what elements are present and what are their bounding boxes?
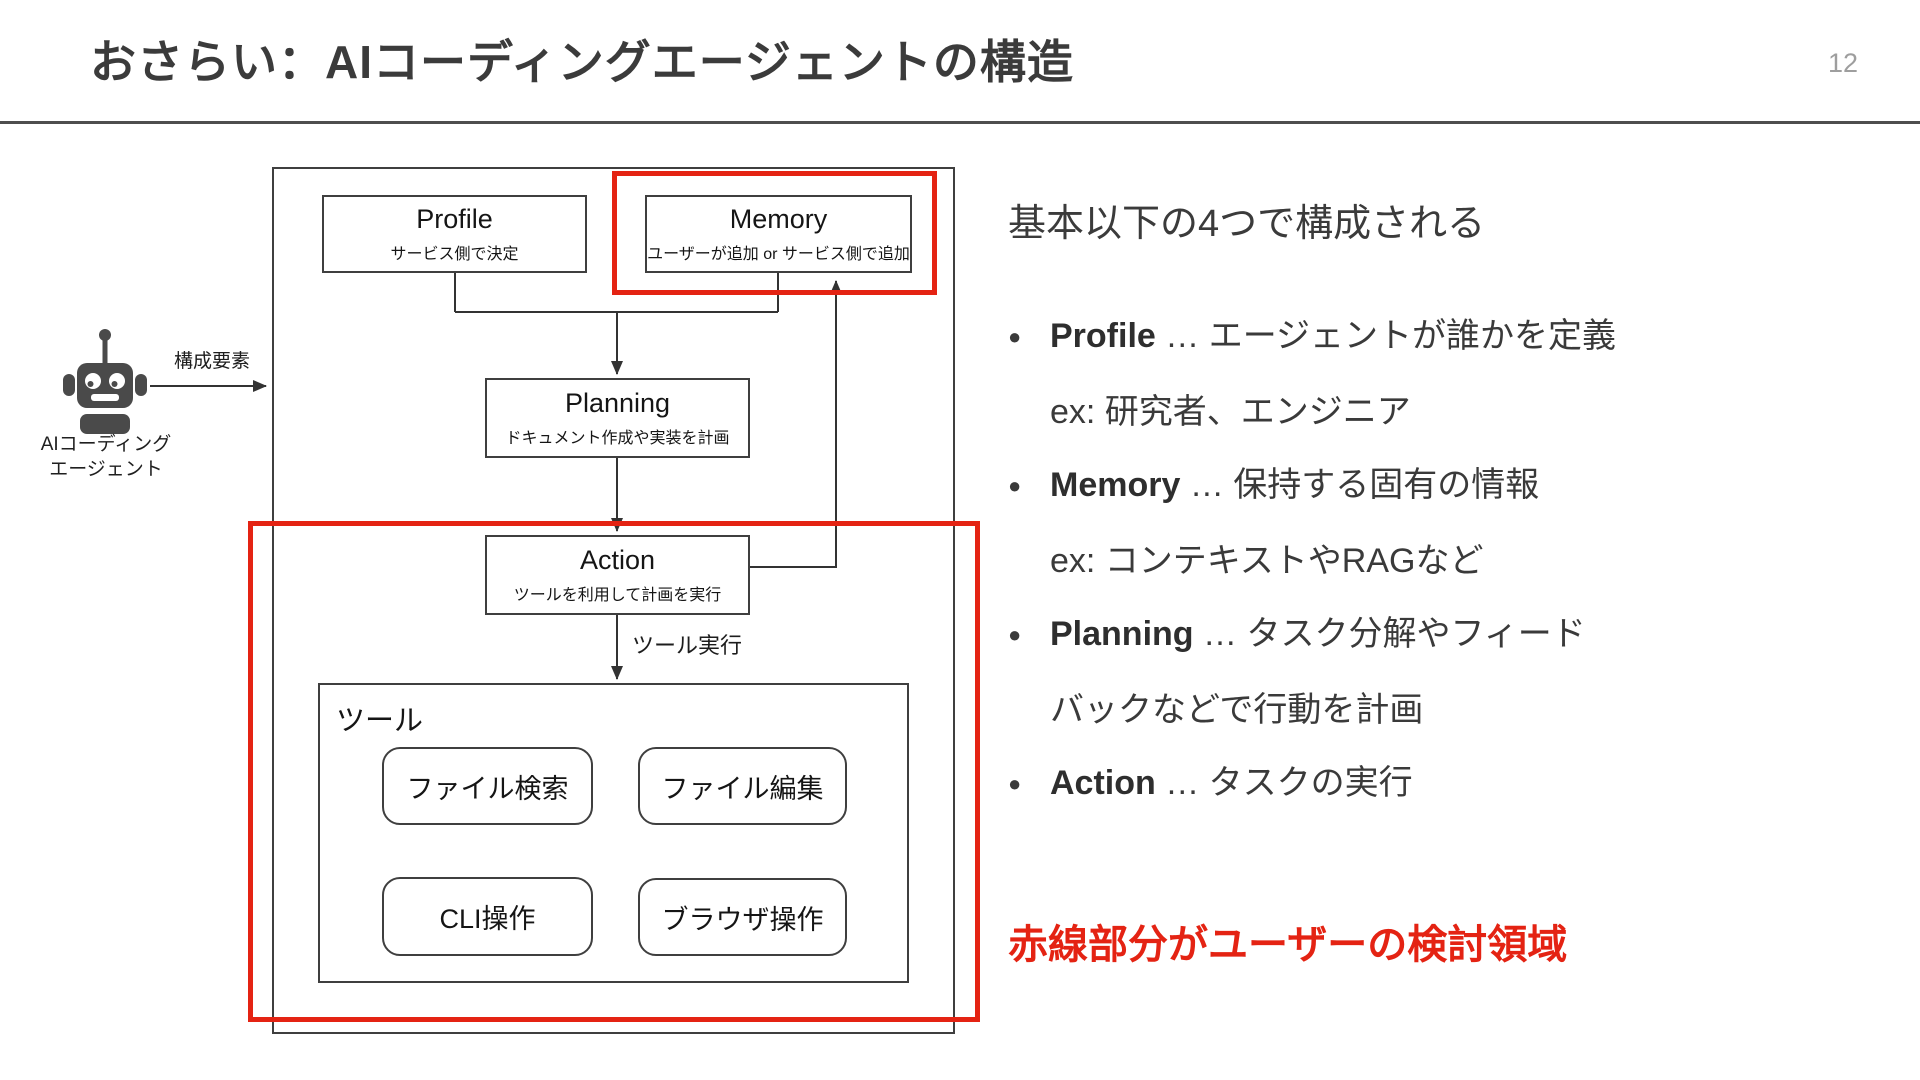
panel-heading: 基本以下の4つで構成される [1008,203,1486,245]
agent-arrow-label: 構成要素 [173,351,250,372]
node-profile-title: Profile [416,204,493,235]
bullet-term: Action [1050,764,1156,802]
tools-container: ツール [318,683,909,983]
bullet-icon [1008,598,1050,674]
edge-label-tool-exec: ツール実行 [632,633,743,658]
list-item: Action … タスクの実行 [1008,747,1908,823]
node-profile: Profile サービス側で決定 [322,195,587,273]
tool-file-search: ファイル検索 [382,747,593,825]
node-action-title: Action [579,545,656,576]
node-action-subtitle: ツールを利用して計画を実行 [513,586,722,604]
bullet-term: Memory [1050,466,1181,504]
bullet-desc: … タスク分解やフィード [1193,615,1586,653]
tool-browser: ブラウザ操作 [638,878,847,956]
bullet-term: Profile [1050,317,1156,355]
agent-label: AIコーディング エージェント [38,432,174,482]
robot-icon [63,329,147,434]
bullet-icon [1008,300,1050,376]
bullet-sub: ex: 研究者、エンジニア [1050,393,1411,431]
bullet-desc: … タスクの実行 [1155,764,1413,802]
agent-label-line2: エージェント [49,459,163,480]
page-title: おさらい：AIコーディングエージェントの構造 [90,36,1074,88]
red-note: 赤線部分がユーザーの検討領域 [1008,923,1568,967]
tool-cli: CLI操作 [382,877,593,956]
bullet-sub: ex: コンテキストやRAGなど [1050,542,1484,580]
bullet-list: Profile … エージェントが誰かを定義 ex: 研究者、エンジニア Mem… [1008,300,1908,823]
list-item: Profile … エージェントが誰かを定義 ex: 研究者、エンジニア [1008,300,1908,449]
agent-label-line1: AIコーディング [40,434,172,455]
bullet-sub: バックなどで行動を計画 [1050,691,1424,729]
bullet-icon [1008,747,1050,823]
node-action: Action ツールを利用して計画を実行 [485,535,750,615]
node-profile-subtitle: サービス側で決定 [390,245,519,263]
bullet-term: Planning [1050,615,1194,653]
node-memory: Memory ユーザーが追加 or サービス側で追加 [645,195,912,273]
agent-components-container [272,167,955,1034]
node-memory-title: Memory [729,204,828,235]
page-number: 12 [1828,48,1859,78]
node-memory-subtitle: ユーザーが追加 or サービス側で追加 [647,245,910,263]
bullet-desc: … エージェントが誰かを定義 [1155,317,1617,355]
tools-label: ツール [336,705,424,737]
list-item: Memory … 保持する固有の情報 ex: コンテキストやRAGなど [1008,449,1908,598]
bullet-icon [1008,449,1050,525]
list-item: Planning … タスク分解やフィード バックなどで行動を計画 [1008,598,1908,747]
tool-file-edit: ファイル編集 [638,747,847,825]
node-planning-subtitle: ドキュメント作成や実装を計画 [505,429,730,447]
title-divider [0,121,1920,124]
node-planning-title: Planning [564,388,671,419]
bullet-desc: … 保持する固有の情報 [1180,466,1540,504]
node-planning: Planning ドキュメント作成や実装を計画 [485,378,750,458]
